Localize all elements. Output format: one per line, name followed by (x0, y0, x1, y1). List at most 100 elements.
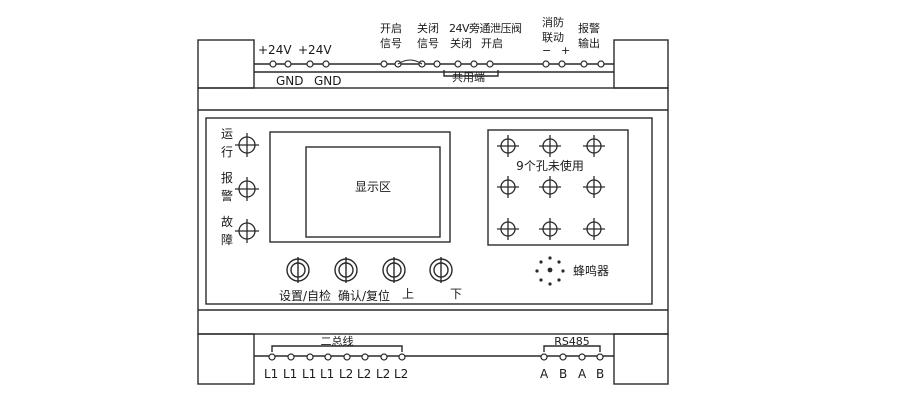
terminal-screw (433, 60, 441, 68)
bus-label: 二总线 (320, 335, 354, 348)
unused-hole (497, 218, 519, 240)
terminal-screw (542, 60, 550, 68)
label-alarm-out-1: 报警 (578, 22, 600, 35)
unused-holes-label: 9个孔未使用 (516, 159, 584, 173)
settings-button-graphic (286, 257, 310, 283)
terminal-screw (268, 353, 276, 361)
display-area (305, 146, 441, 238)
terminal-screw (380, 60, 388, 68)
terminal-screw (269, 60, 277, 68)
unused-hole (583, 176, 605, 198)
terminal-screw (597, 60, 605, 68)
unused-holes-area (487, 129, 629, 246)
display-area-label: 显示区 (354, 180, 392, 194)
terminal-screw (287, 353, 295, 361)
rs485-bracket (543, 345, 601, 352)
main-housing (197, 87, 669, 335)
rs485-pin-4: B (596, 367, 605, 381)
label-run-2: 行 (221, 145, 234, 159)
label-open-signal-2: 信号 (380, 37, 402, 50)
label-gnd-2: GND (314, 74, 342, 88)
bus-pin-3: L1 (302, 367, 317, 381)
fault-led (235, 219, 259, 243)
run-led (235, 133, 259, 157)
rs485-label: RS485 (554, 335, 590, 348)
rs485-pin-2: B (559, 367, 568, 381)
terminal-screw (306, 353, 314, 361)
bus-pin-6: L2 (357, 367, 372, 381)
terminal-screw (361, 353, 369, 361)
label-open-signal-1: 开启 (380, 22, 402, 35)
bottom-left-mount-block (197, 333, 255, 385)
label-bypass-valve: 24V旁通泄压阀 (449, 22, 522, 35)
alarm-led (235, 177, 259, 201)
front-face (205, 117, 653, 305)
label-alarm-1: 报 (221, 171, 234, 185)
confirm-button-graphic (334, 257, 358, 283)
unused-hole (497, 135, 519, 157)
label-fault-1: 故 (221, 215, 234, 229)
label-bypass-close: 关闭 (450, 37, 472, 50)
top-left-mount-block (197, 39, 255, 89)
bus-pin-5: L2 (339, 367, 354, 381)
down-button-graphic (429, 257, 453, 283)
label-fire-plus: + (561, 44, 571, 57)
label-close-signal-2: 信号 (417, 37, 439, 50)
terminal-screw (322, 60, 330, 68)
label-24v-1: +24V (258, 43, 292, 57)
label-gnd-1: GND (276, 74, 304, 88)
label-run-1: 运 (221, 127, 234, 141)
bus-pin-4: L1 (320, 367, 335, 381)
unused-hole (497, 176, 519, 198)
terminal-screw (470, 60, 478, 68)
top-terminal-screws (269, 60, 605, 68)
terminal-screw (380, 353, 388, 361)
label-fault-2: 障 (221, 233, 234, 247)
label-fire-link-1: 消防 (542, 16, 564, 29)
bus-pin-2: L1 (283, 367, 298, 381)
terminal-screw (580, 60, 588, 68)
terminal-screw (558, 60, 566, 68)
unused-hole (539, 135, 561, 157)
confirm-button-label: 确认/复位 (337, 289, 391, 303)
terminal-screw (284, 60, 292, 68)
label-24v-2: +24V (298, 43, 332, 57)
buzzer-icon (535, 256, 565, 286)
terminal-screw (559, 353, 567, 361)
label-alarm-2: 警 (221, 189, 234, 203)
label-close-signal-1: 关闭 (417, 22, 439, 35)
unused-hole (539, 176, 561, 198)
label-fire-minus: − (542, 44, 552, 57)
terminal-screw (596, 353, 604, 361)
unused-hole (583, 218, 605, 240)
terminal-screw (540, 353, 548, 361)
terminal-screw (454, 60, 462, 68)
bottom-terminal-screws (268, 353, 604, 361)
bus-pin-7: L2 (376, 367, 391, 381)
bus-bracket (271, 345, 403, 352)
down-button-label: 下 (450, 287, 463, 301)
bus-pin-1: L1 (264, 367, 279, 381)
terminal-screw (343, 353, 351, 361)
bus-pin-8: L2 (394, 367, 409, 381)
label-alarm-out-2: 输出 (578, 37, 600, 50)
unused-holes-grid (497, 135, 605, 240)
terminal-screw (324, 353, 332, 361)
buzzer-label: 蜂鸣器 (573, 264, 610, 278)
terminal-screw (398, 353, 406, 361)
label-common: 共用端 (452, 71, 485, 84)
led-indicators (235, 133, 259, 243)
terminal-screw (486, 60, 494, 68)
terminal-screw (578, 353, 586, 361)
settings-button-label: 设置/自检 (278, 289, 332, 303)
up-button-graphic (382, 257, 406, 283)
top-right-mount-block (613, 39, 669, 89)
label-fire-link-2: 联动 (542, 31, 564, 44)
unused-hole (539, 218, 561, 240)
common-bracket (443, 70, 499, 77)
rs485-pin-1: A (540, 367, 549, 381)
up-button-label: 上 (402, 287, 415, 301)
rs485-pin-3: A (578, 367, 587, 381)
